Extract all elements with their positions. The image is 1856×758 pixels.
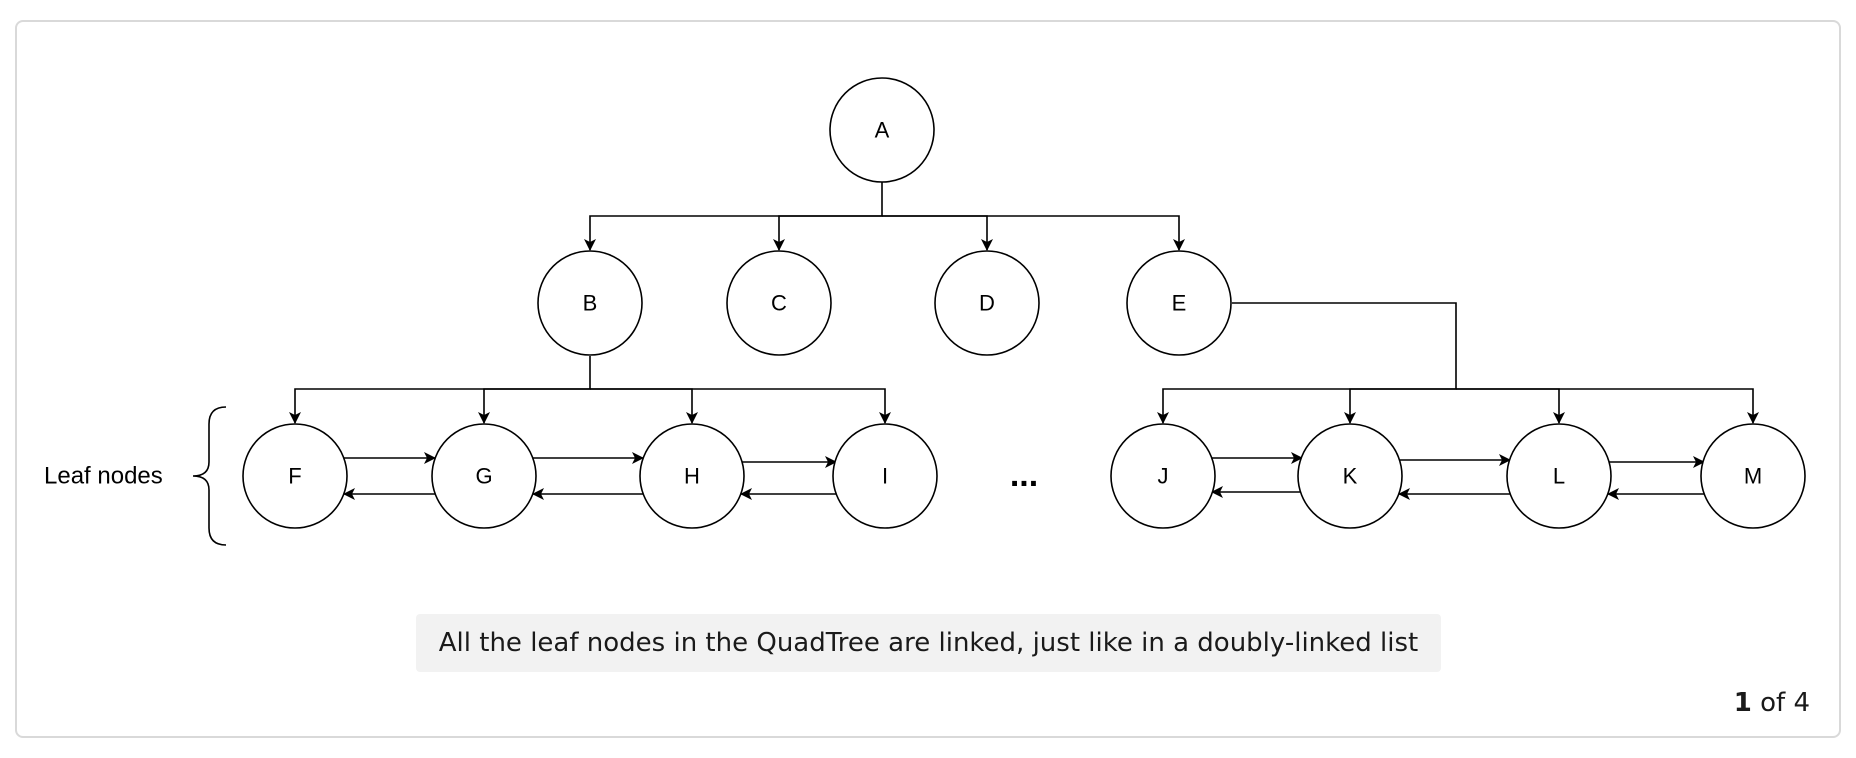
node-c-label: C: [771, 291, 787, 316]
edges-node-e: [1157, 302, 1759, 424]
node-i: I: [832, 423, 938, 529]
node-l-label: L: [1553, 464, 1565, 489]
node-g-label: G: [475, 464, 492, 489]
node-j: J: [1110, 423, 1216, 529]
node-h: H: [639, 423, 745, 529]
node-b-label: B: [583, 291, 598, 316]
node-m-label: M: [1744, 464, 1762, 489]
edges-root: [584, 182, 1185, 251]
node-j-label: J: [1158, 464, 1169, 489]
node-e-label: E: [1172, 291, 1187, 316]
node-f-label: F: [288, 464, 301, 489]
edges-leaf-links: [343, 452, 1705, 500]
pager-current: 1: [1733, 688, 1752, 718]
node-h-label: H: [684, 464, 700, 489]
node-g: G: [431, 423, 537, 529]
leaf-nodes-brace: [192, 406, 227, 546]
edges-node-b: [289, 356, 891, 424]
node-l: L: [1506, 423, 1612, 529]
pager-total: 4: [1793, 688, 1810, 718]
node-k-label: K: [1343, 464, 1358, 489]
node-d-label: D: [979, 291, 995, 316]
node-b: B: [537, 250, 643, 356]
node-m: M: [1700, 423, 1806, 529]
node-a-label: A: [875, 118, 890, 143]
pager-separator: of: [1751, 688, 1794, 718]
node-a: A: [829, 77, 935, 183]
slide-pager: 1 of 4: [1734, 688, 1810, 718]
leaf-nodes-label: Leaf nodes: [44, 463, 163, 490]
node-d: D: [934, 250, 1040, 356]
node-k: K: [1297, 423, 1403, 529]
node-i-label: I: [882, 464, 888, 489]
ellipsis: ...: [1010, 456, 1038, 494]
diagram-caption: All the leaf nodes in the QuadTree are l…: [416, 614, 1441, 672]
node-c: C: [726, 250, 832, 356]
node-e: E: [1126, 250, 1232, 356]
node-f: F: [242, 423, 348, 529]
